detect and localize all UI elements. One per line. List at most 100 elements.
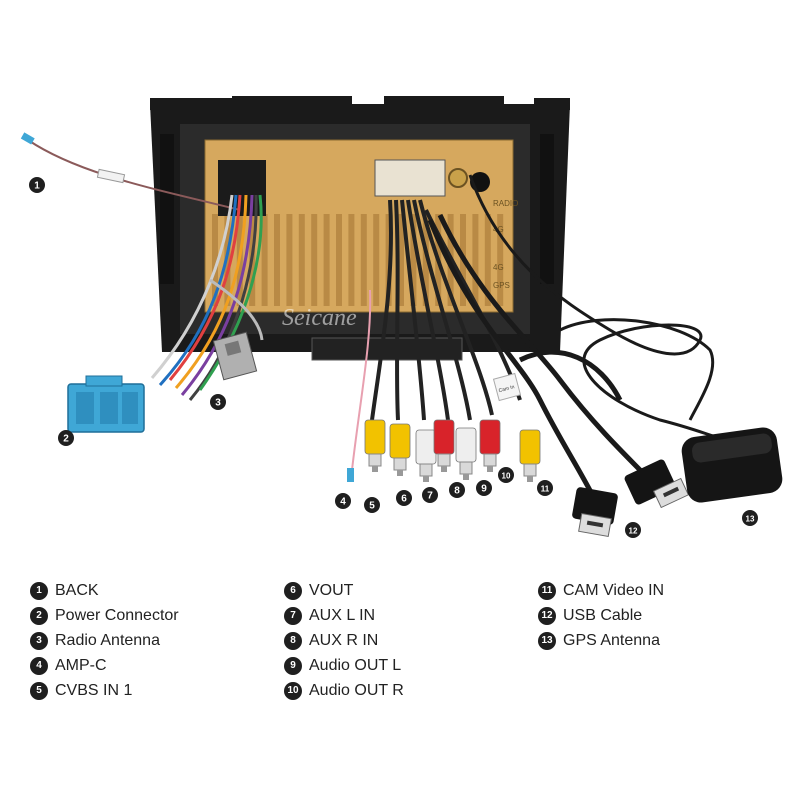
legend-number: 6 [284, 581, 302, 600]
marker-11-label: 11 [541, 485, 550, 494]
power-connector [67, 375, 145, 433]
marker-6-label: 6 [401, 494, 407, 505]
legend-label: Radio Antenna [55, 631, 160, 649]
legend-item: 7 AUX L IN [284, 603, 404, 628]
marker-4-circle [335, 493, 351, 509]
legend-item: 3 Radio Antenna [30, 628, 179, 653]
legend-label: CVBS IN 1 [55, 681, 133, 699]
legend-number: 13 [538, 631, 556, 650]
cam-in-tag: Cam In [492, 372, 522, 402]
rca-plug [519, 429, 541, 482]
legend-number: 1 [30, 581, 48, 600]
cooling-fin [348, 214, 355, 306]
marker-2-label: 2 [63, 434, 69, 445]
unit-label-gps: GPS [493, 281, 510, 290]
wiring-diagram: RADIO 4G 4G GPS Seicane [20, 96, 783, 538]
marker-3-label: 3 [215, 398, 221, 409]
legend-number: 11 [538, 581, 556, 600]
wire-harness [150, 194, 263, 401]
cooling-fin [497, 214, 504, 306]
cooling-fin [323, 214, 330, 306]
diagram-svg: RADIO 4G 4G GPS Seicane [20, 96, 783, 538]
marker-6-circle [396, 490, 412, 506]
legend-label: Audio OUT R [309, 681, 404, 699]
cooling-fin [472, 214, 479, 306]
rca-plug [364, 419, 386, 472]
svg-text:Cam In: Cam In [498, 384, 515, 394]
brand-watermark: Seicane [282, 305, 357, 331]
legend-item: 12 USB Cable [538, 603, 664, 628]
cooling-fin [286, 214, 293, 306]
marker-11-circle [537, 480, 553, 496]
cooling-fin [212, 214, 218, 306]
legend-number: 4 [30, 656, 48, 675]
legend-label: USB Cable [563, 606, 643, 624]
usb-plug-1 [572, 487, 618, 538]
legend-number: 5 [30, 681, 48, 700]
cooling-fin [274, 214, 280, 306]
marker-1-circle [29, 177, 45, 193]
legend-item: 10 Audio OUT R [284, 678, 404, 703]
marker-7-label: 7 [427, 491, 433, 502]
marker-5-label: 5 [369, 501, 375, 512]
marker-9-label: 9 [481, 484, 487, 495]
legend-label: CAM Video IN [563, 581, 665, 599]
cooling-fin [422, 214, 429, 306]
marker-4-label: 4 [340, 497, 346, 508]
marker-13-circle [742, 510, 758, 526]
marker-7-circle [422, 487, 438, 503]
marker-8-label: 8 [454, 486, 460, 497]
usb-cables [427, 213, 690, 538]
legend-item: 5 CVBS IN 1 [30, 678, 179, 703]
legend-label: GPS Antenna [563, 631, 660, 649]
radio-antenna-connector [209, 278, 264, 381]
cooling-fin [410, 214, 417, 306]
rca-plug [479, 419, 501, 472]
unit-label-radio: RADIO [493, 199, 518, 208]
marker-10-label: 10 [502, 472, 511, 481]
cooling-fin [398, 214, 404, 306]
marker-12-circle [625, 522, 641, 538]
legend-item: 6 VOUT [284, 578, 404, 603]
unit-label-4g-2: 4G [493, 263, 504, 272]
legend-label: AUX L IN [309, 606, 376, 624]
legend-number: 7 [284, 606, 302, 625]
marker-1-label: 1 [34, 181, 40, 192]
marker-12-label: 12 [629, 527, 638, 536]
rca-plug [389, 423, 411, 476]
usb-plug-2 [624, 459, 690, 509]
legend-number: 2 [30, 606, 48, 625]
rca-plug [433, 419, 455, 472]
cooling-fin [373, 214, 380, 306]
legend-label: VOUT [309, 581, 354, 599]
cooling-fin [298, 214, 305, 306]
legend-label: BACK [55, 581, 99, 599]
cooling-fin [336, 214, 342, 306]
legend-number: 12 [538, 606, 556, 625]
marker-13-label: 13 [746, 515, 755, 524]
legend-item: 11 CAM Video IN [538, 578, 664, 603]
legend-label: AUX R IN [309, 631, 379, 649]
legend-item: 1 BACK [30, 578, 179, 603]
rca-plugs [364, 419, 541, 482]
amp-c-wire [347, 289, 372, 482]
marker-2-circle [58, 430, 74, 446]
marker-8-circle [449, 482, 465, 498]
legend-column-3: 11 CAM Video IN 12 USB Cable 13 GPS Antenna [538, 578, 664, 653]
legend-label: Audio OUT L [309, 656, 402, 674]
legend-number: 8 [284, 631, 302, 650]
rca-plug [455, 427, 477, 480]
legend-number: 3 [30, 631, 48, 650]
legend-number: 10 [284, 681, 302, 700]
legend-item: 13 GPS Antenna [538, 628, 664, 653]
marker-5-circle [364, 497, 380, 513]
cooling-fin [484, 214, 491, 306]
cooling-fin [360, 214, 367, 306]
gps-antenna [468, 174, 783, 503]
